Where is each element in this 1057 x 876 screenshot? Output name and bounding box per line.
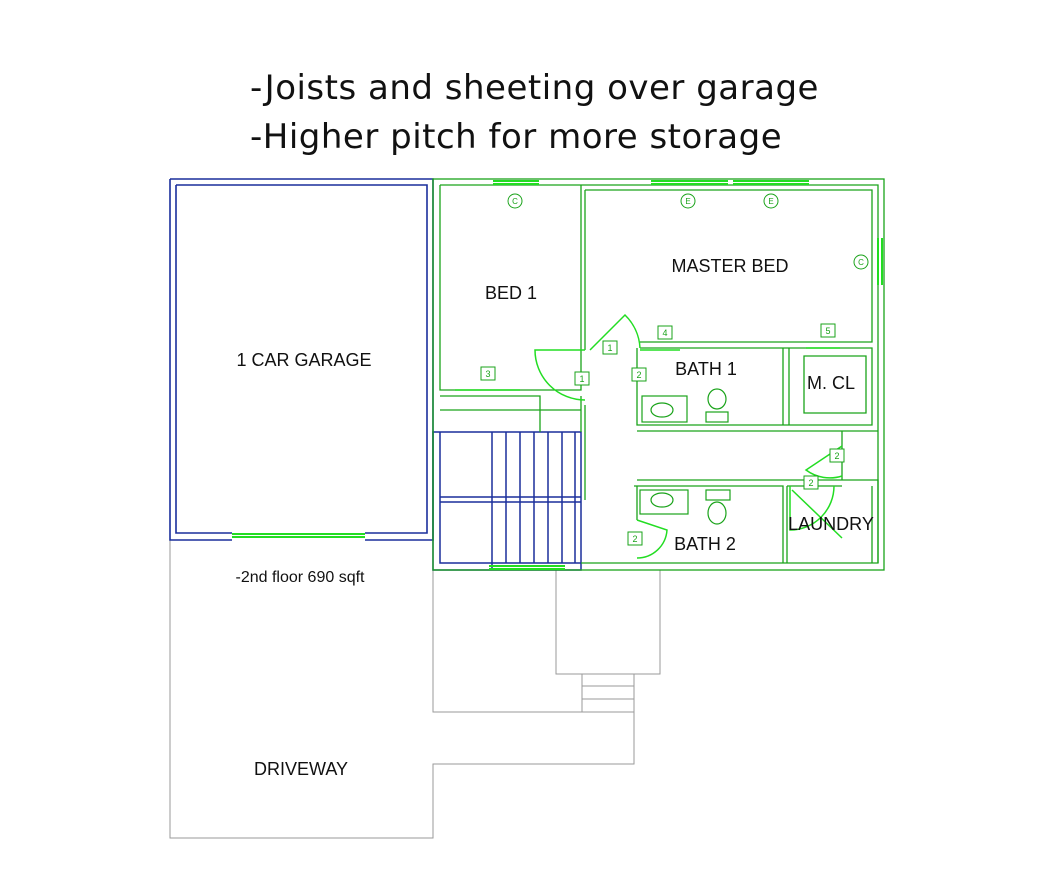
bath1-fixtures (641, 388, 729, 423)
door-tag: 2 (636, 370, 641, 380)
stair (432, 431, 582, 571)
marker-e-label: E (768, 197, 773, 206)
room-label-bath2: BATH 2 (674, 534, 736, 554)
door-tag: 4 (662, 328, 667, 338)
room-label-laundry: LAUNDRY (788, 514, 874, 534)
marker-c-label: C (512, 197, 518, 206)
room-label-garage: 1 CAR GARAGE (236, 350, 371, 370)
room-label-bath1: BATH 1 (675, 359, 737, 379)
area-note: -2nd floor 690 sqft (236, 569, 366, 586)
ceiling-light-e-icon (763, 193, 779, 209)
bath2-fixtures (639, 489, 731, 525)
door-tag: 5 (825, 326, 830, 336)
doors (455, 313, 843, 559)
fixture-markers (507, 193, 869, 270)
windows (489, 180, 883, 570)
room-label-master-bed: MASTER BED (671, 256, 788, 276)
marker-c-label: C (858, 258, 864, 267)
door-tag: 2 (834, 451, 839, 461)
marker-e-label: E (685, 197, 690, 206)
garage-door (232, 533, 365, 538)
note-joists: -Joists and sheeting over garage (250, 68, 819, 108)
door-tag: 2 (632, 534, 637, 544)
door-tag: 3 (485, 369, 490, 379)
house-walls (432, 178, 885, 571)
ceiling-light-c-icon (853, 254, 869, 270)
note-pitch: -Higher pitch for more storage (250, 117, 783, 157)
room-label-bed1: BED 1 (485, 283, 537, 303)
door-tag: 1 (607, 343, 612, 353)
ceiling-light-e-icon (680, 193, 696, 209)
room-label-driveway: DRIVEWAY (254, 759, 348, 779)
door-tag: 1 (579, 374, 584, 384)
ceiling-light-c-icon (507, 193, 523, 209)
door-tag: 2 (808, 478, 813, 488)
door-tags (480, 323, 845, 546)
room-label-master-closet: M. CL (807, 373, 855, 393)
